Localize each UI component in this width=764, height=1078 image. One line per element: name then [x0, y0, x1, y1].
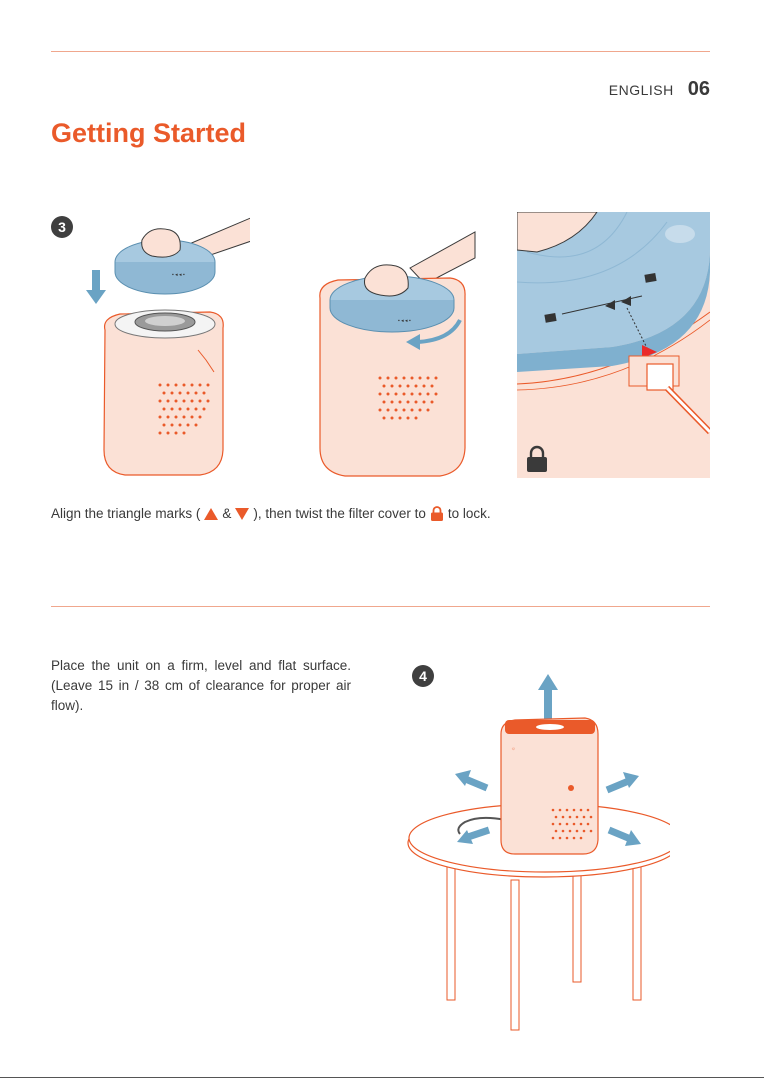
- page-title: Getting Started: [51, 118, 246, 149]
- step-3-alignment-closeup: [517, 212, 710, 478]
- caption-part-1: Align the triangle marks (: [51, 506, 200, 521]
- svg-text:☼: ☼: [511, 746, 516, 752]
- triangle-down-icon: [235, 508, 249, 520]
- triangle-up-icon: [204, 508, 218, 520]
- page-number: 06: [688, 78, 710, 101]
- step-3-caption: Align the triangle marks ( & ), then twi…: [51, 506, 491, 521]
- svg-text:▪ ◂ ◂ ▪: ▪ ◂ ◂ ▪: [172, 272, 185, 278]
- step-3-badge: 3: [51, 216, 73, 238]
- top-divider: [51, 51, 710, 52]
- svg-text:▪ ◂ ◂ ▪: ▪ ◂ ◂ ▪: [398, 318, 411, 324]
- caption-part-2: ), then twist the filter cover to: [253, 506, 426, 521]
- step-4-placement-illustration: ☼: [405, 670, 670, 1032]
- step-3-twist-cover-illustration: ▪ ◂ ◂ ▪: [310, 228, 490, 483]
- step-3-place-cover-illustration: ▪ ◂ ◂ ▪: [80, 210, 250, 485]
- language-label: ENGLISH: [609, 82, 674, 98]
- section-divider: [51, 606, 710, 607]
- caption-ampersand: &: [222, 506, 231, 521]
- step-4-instruction: Place the unit on a firm, level and flat…: [51, 656, 351, 716]
- page-header: ENGLISH 06: [609, 78, 710, 101]
- caption-part-3: to lock.: [448, 506, 491, 521]
- lock-icon: [430, 506, 444, 521]
